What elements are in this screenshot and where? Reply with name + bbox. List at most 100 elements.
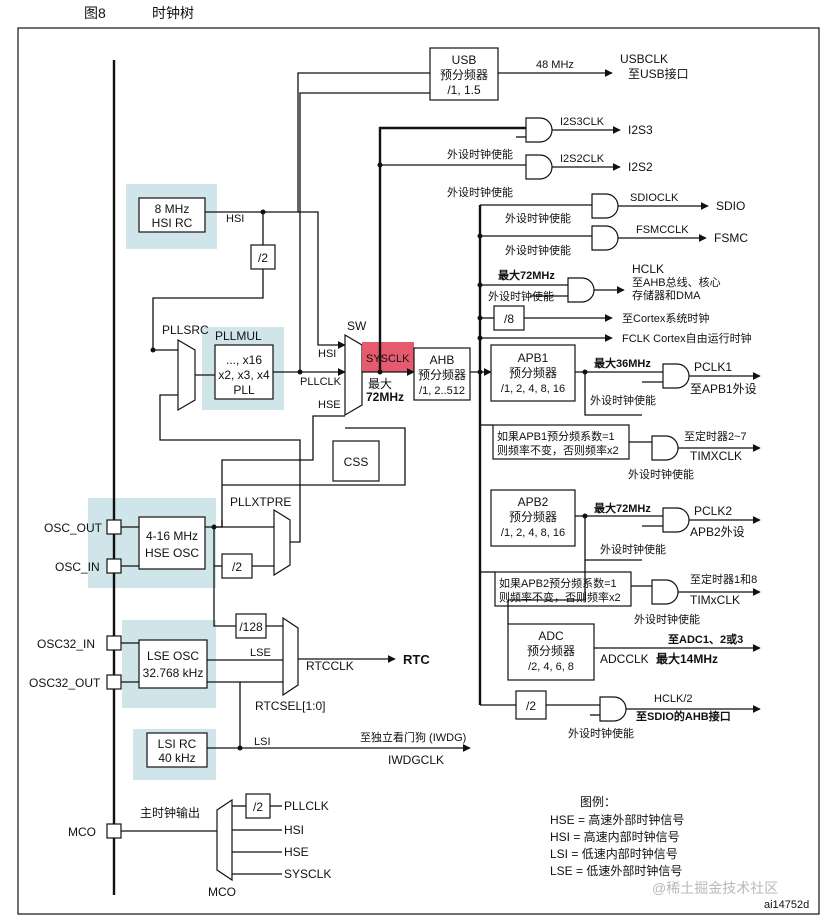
cortex-timer-label: 至Cortex系统时钟 [622,311,709,325]
timxclk-label: TIMXCLK [690,449,742,463]
fsmcclk-label: FSMCCLK [636,224,689,236]
pclk2-dest-label: APB2外设 [690,525,745,539]
usb-line1: USB [452,53,477,67]
sysclk-max-line2: 72MHz [366,390,404,404]
ahb-line3: /1, 2..512 [419,385,465,397]
hsi-rc-line1: 8 MHz [155,202,190,216]
pllmul-line2: x2, x3, x4 [218,368,270,382]
apb1-timer-note-line1: 如果APB1预分频系数=1 [497,429,615,443]
pllmul-line1: ..., x16 [226,353,262,367]
legend-title: 图例： [580,795,616,809]
pin-osc32-in-label: OSC32_IN [37,637,95,651]
fsmc-label: FSMC [714,231,748,245]
mco-pllclk-label: PLLCLK [284,799,329,813]
adc-line3: /2, 4, 6, 8 [528,661,574,673]
sysclk-highlight [362,342,414,372]
adc-max-label: 最大14MHz [656,651,718,666]
hclk2-gate: HCLK/2 至SDIO的AHB接口 外设时钟使能 [568,693,761,740]
mco-output-label: 主时钟输出 [140,805,200,820]
apb2-line1: APB2 [518,495,549,509]
legend-item-hsi: HSI = 高速内部时钟信号 [550,829,680,844]
sdio-gate: SDIOCLK SDIO 外设时钟使能 [505,192,745,225]
sdio-label: SDIO [716,199,745,213]
legend-item-lsi: LSI = 低速内部时钟信号 [550,846,678,861]
fclk-label: FCLK Cortex自由运行时钟 [622,331,752,345]
systick-div8-label: /8 [504,312,514,326]
usb-prescaler-block [429,47,499,101]
ahb-line1: AHB [430,353,455,367]
apb2-timer-note-line1: 如果APB2预分频系数=1 [499,576,617,590]
sw-hse-label: HSE [318,399,341,411]
timer27-label: 至定时器2~7 [684,429,747,443]
pclk2-gate: PCLK2 APB2外设 外设时钟使能 [600,504,761,556]
pllxtpre-mux [273,508,291,577]
hsi-div2-box [250,244,276,270]
pclk1-dest-label: 至APB1外设 [690,382,757,396]
hclk2-label: HCLK/2 [654,693,693,705]
mco-hsi-label: HSI [284,823,304,837]
pclk1-label: PCLK1 [694,360,732,374]
iwdgclk-label: IWDGCLK [388,753,444,767]
pllmul-label: PLLMUL [215,329,262,343]
pllmul-block [214,344,274,400]
pclk2-enable-label: 外设时钟使能 [600,542,666,556]
apb2-max-label: 最大72MHz [594,501,651,515]
hclk-label: HCLK [632,262,664,276]
rtcsel-label: RTCSEL[1:0] [255,699,325,713]
pin-mco: MCO [68,823,122,839]
pin-osc-in-label: OSC_IN [55,560,100,574]
pllsrc-mux [177,338,196,412]
pin-osc-in: OSC_IN [55,558,122,574]
apb2-line3: /1, 2, 4, 8, 16 [501,527,565,539]
pin-osc32-out: OSC32_OUT [29,674,122,690]
mco-mux [216,798,233,882]
fsmc-enable-label: 外设时钟使能 [505,243,571,257]
i2s3-gate: I2S3CLK I2S3 外设时钟使能 [447,116,653,161]
apb2-timer-note-line2: 则频率不变，否则频率x2 [499,590,621,604]
sw-pllclk-label: PLLCLK [300,376,342,388]
hsi-rc-line2: HSI RC [152,216,193,230]
diagram-frame [17,27,820,915]
timer18-label: 至定时器1和8 [690,572,757,586]
mco-sysclk-label: SYSCLK [284,867,331,881]
i2s2-gate: I2S2CLK I2S2 外设时钟使能 [447,153,653,199]
hclk-gate: 最大72MHz HCLK 至AHB总线、核心 存储器和DMA 外设时钟使能 [488,262,721,303]
timx-gate: 至定时器2~7 TIMXCLK 外设时钟使能 [628,429,761,481]
pclk2-label: PCLK2 [694,504,732,518]
hse-div128-box [235,613,267,639]
lsi-rc-line2: 40 kHz [158,751,195,765]
i2s2-enable-label: 外设时钟使能 [447,185,513,199]
hse-osc-block: 4-16 MHz HSE OSC [138,516,206,570]
rtcsel-mux [282,616,299,697]
hsi-div2-label: /2 [258,251,268,265]
i2s3-enable-label: 外设时钟使能 [447,147,513,161]
pclk1-enable-label: 外设时钟使能 [590,393,656,407]
usb-line2: 预分频器 [440,68,488,82]
sdio-ahb-div2-label: /2 [526,699,536,713]
hse-div2-label: /2 [232,560,242,574]
adc-prescaler-block [507,623,595,681]
sdioclk-label: SDIOCLK [630,192,679,204]
usbclk-label: USBCLK [620,52,668,66]
pin-osc-out: OSC_OUT [44,519,122,535]
hclk-enable-label: 外设时钟使能 [488,289,554,303]
tim18-enable-label: 外设时钟使能 [634,612,700,626]
lse-osc-line1: LSE OSC [147,649,199,663]
rtc-label: RTC [403,652,430,667]
hse-div128-label: /128 [239,620,263,634]
hsi-rc-block: 8 MHz HSI RC [138,197,206,233]
adc-dest-label: 至ADC1、2或3 [668,632,743,646]
sw-label: SW [347,319,367,333]
timxclk2-label: TIMxCLK [690,593,740,607]
apb2-prescaler-block [490,489,576,547]
apb2-line2: 预分频器 [509,510,557,524]
ahb-prescaler-block [413,347,471,401]
mco-div2-label: /2 [253,800,263,814]
fsmc-gate: FSMCCLK FSMC 外设时钟使能 [505,224,748,257]
mco-mux-label: MCO [208,885,236,899]
sw-hsi-label: HSI [318,348,336,360]
adc-line1: ADC [538,629,564,643]
usb-dest-label: 至USB接口 [628,66,689,81]
pclk1-gate: PCLK1 至APB1外设 外设时钟使能 [590,360,761,407]
